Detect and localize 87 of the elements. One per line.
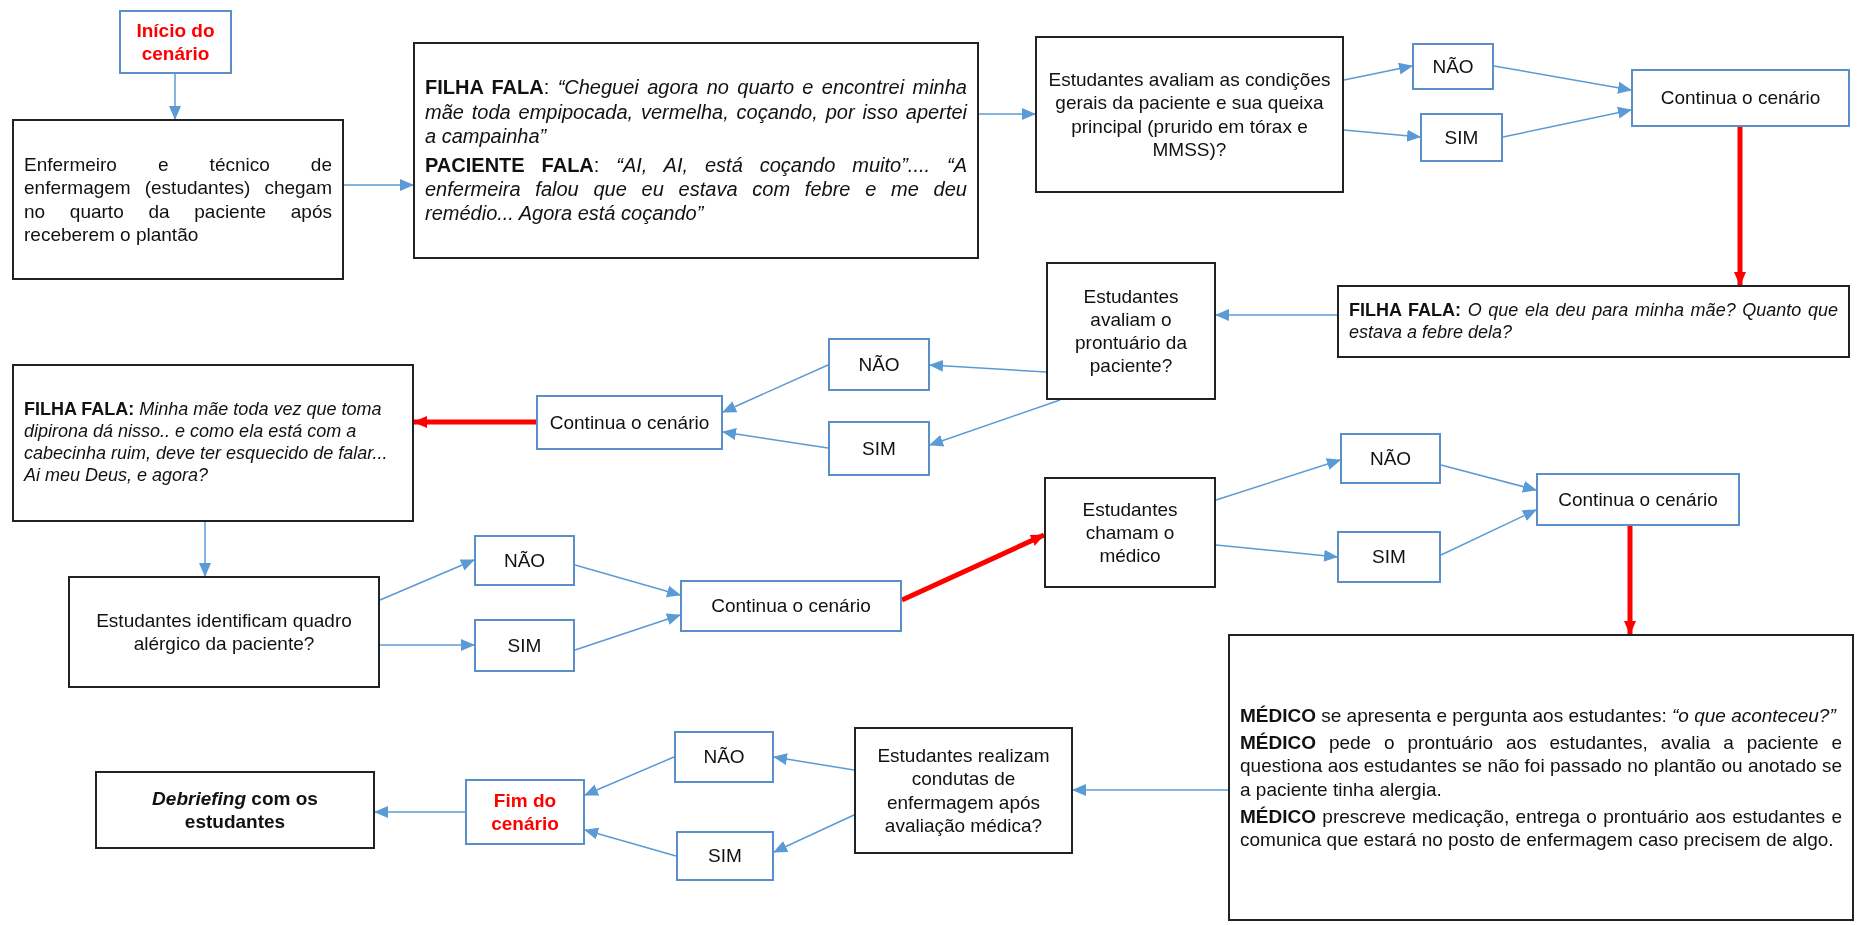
arrow: [1343, 129, 1421, 142]
box-text: SIM: [1371, 545, 1407, 569]
option-box: [828, 421, 930, 476]
box-text: Estudantes identificam quadro alérgico da paciente?: [95, 608, 353, 656]
dialogue-box: [1337, 285, 1850, 358]
arrow: [722, 364, 829, 413]
arrow: [343, 179, 414, 191]
option-box: [676, 831, 774, 881]
arrow: [1440, 464, 1537, 493]
box-text: Continua o cenário: [548, 410, 711, 435]
arrow: [1493, 65, 1632, 94]
dialogue-box: [12, 364, 414, 522]
arrow: [584, 756, 675, 796]
box-text: SIM: [707, 844, 743, 868]
box-text: Estudantes avaliam o prontuário da paciente?: [1074, 284, 1188, 378]
arrow: [1624, 526, 1636, 635]
option-box: [474, 535, 575, 586]
box-text: Continua o cenário: [1557, 487, 1719, 512]
arrow: [1072, 784, 1229, 796]
box-text: SIM: [861, 436, 897, 461]
box-text: Estudantes realizam condutas de enfermagem após avaliação médica?: [876, 744, 1051, 837]
box-text: MÉDICO pede o prontuário aos estudantes, avalia a paciente e questiona aos estudantes se não foi passado no plantão ou anotado se a paciente tinha alergia.: [1240, 731, 1842, 801]
option-box: [1420, 113, 1503, 162]
arrow: [1440, 509, 1537, 556]
arrow: [199, 521, 211, 577]
option-box: [1412, 43, 1494, 90]
box-text: Continua o cenário: [1659, 86, 1822, 110]
arrow: [574, 613, 681, 651]
box-text: Enfermeiro e técnico de enfermagem (estudantes) chegam no quarto da paciente após receberem o plantão: [24, 153, 332, 246]
box-text: SIM: [1443, 125, 1480, 150]
end-box: [465, 779, 585, 845]
arrow: [574, 564, 681, 598]
arrow: [722, 428, 829, 449]
box-text: NÃO: [1431, 54, 1475, 79]
question-box: [68, 576, 380, 688]
arrow: [1734, 127, 1746, 286]
process-box: [1536, 473, 1740, 526]
box-text: SIM: [506, 633, 543, 658]
box-text: Debriefing com os estudantes: [151, 786, 319, 834]
arrow: [1215, 309, 1338, 321]
arrow: [978, 108, 1036, 120]
arrow: [1215, 544, 1338, 562]
arrow: [929, 359, 1047, 373]
arrow: [169, 73, 181, 120]
box-text: Fim do cenário: [490, 788, 560, 836]
box-text: NÃO: [702, 745, 746, 769]
arrow: [773, 814, 855, 853]
box-text: PACIENTE FALA: “AI, AI, está coçando muito”.... “A enfermeira falou que eu estava com febre e me deu remédio... Agora está coçando”: [425, 152, 967, 226]
process-box: [12, 119, 344, 280]
arrow: [1215, 458, 1341, 501]
box-text: MÉDICO se apresenta e pergunta aos estudantes: “o que aconteceu?”: [1240, 704, 1838, 728]
dialogue-box: [1228, 634, 1854, 921]
box-text: MÉDICO prescreve medicação, entrega o prontuário aos estudantes e comunica que estará no posto de enfermagem caso precisem de algo.: [1240, 804, 1842, 851]
box-text: FILHA FALA: “Cheguei agora no quarto e encontrei minha mãe toda empipocada, vermelha, coçando, por isso apertei a campainha”: [425, 75, 967, 149]
box-text: NÃO: [857, 352, 901, 377]
arrow: [413, 416, 536, 428]
box-text: Início do cenário: [135, 18, 216, 66]
option-box: [1340, 433, 1441, 484]
process-box: [1631, 69, 1850, 127]
box-text: NÃO: [502, 548, 547, 573]
question-box: [1035, 36, 1344, 193]
arrow: [929, 399, 1061, 447]
box-text: Continua o cenário: [710, 594, 872, 618]
option-box: [828, 338, 930, 391]
question-box: [1046, 262, 1216, 400]
arrow: [374, 806, 466, 818]
option-box: [474, 619, 575, 672]
arrow: [584, 827, 677, 857]
process-box: [536, 395, 723, 450]
arrow: [379, 559, 475, 601]
start-box: [119, 10, 232, 74]
question-box: [854, 727, 1073, 854]
process-box: [1044, 477, 1216, 588]
box-text: FILHA FALA: O que ela deu para minha mãe? Quanto que estava a febre dela?: [1349, 299, 1838, 344]
arrow: [1502, 106, 1632, 138]
arrow: [1343, 62, 1413, 81]
box-text: FILHA FALA: Minha mãe toda vez que toma dipirona dá nisso.. e como ela está com a cabecinha ruim, deve ter esquecido de falar... Ai meu Deus, e agora?: [24, 399, 389, 487]
box-text: NÃO: [1368, 446, 1413, 471]
arrow: [379, 639, 475, 651]
option-box: [1337, 531, 1441, 583]
box-text: Estudantes chamam o médico: [1081, 497, 1179, 568]
arrow: [773, 753, 855, 771]
option-box: [674, 731, 774, 783]
dialogue-box: [413, 42, 979, 259]
process-box: [680, 580, 902, 632]
process-box: [95, 771, 375, 849]
box-text: Estudantes avaliam as condições gerais da paciente e sua queixa principal (prurido em tórax e MMSS)?: [1047, 68, 1332, 161]
